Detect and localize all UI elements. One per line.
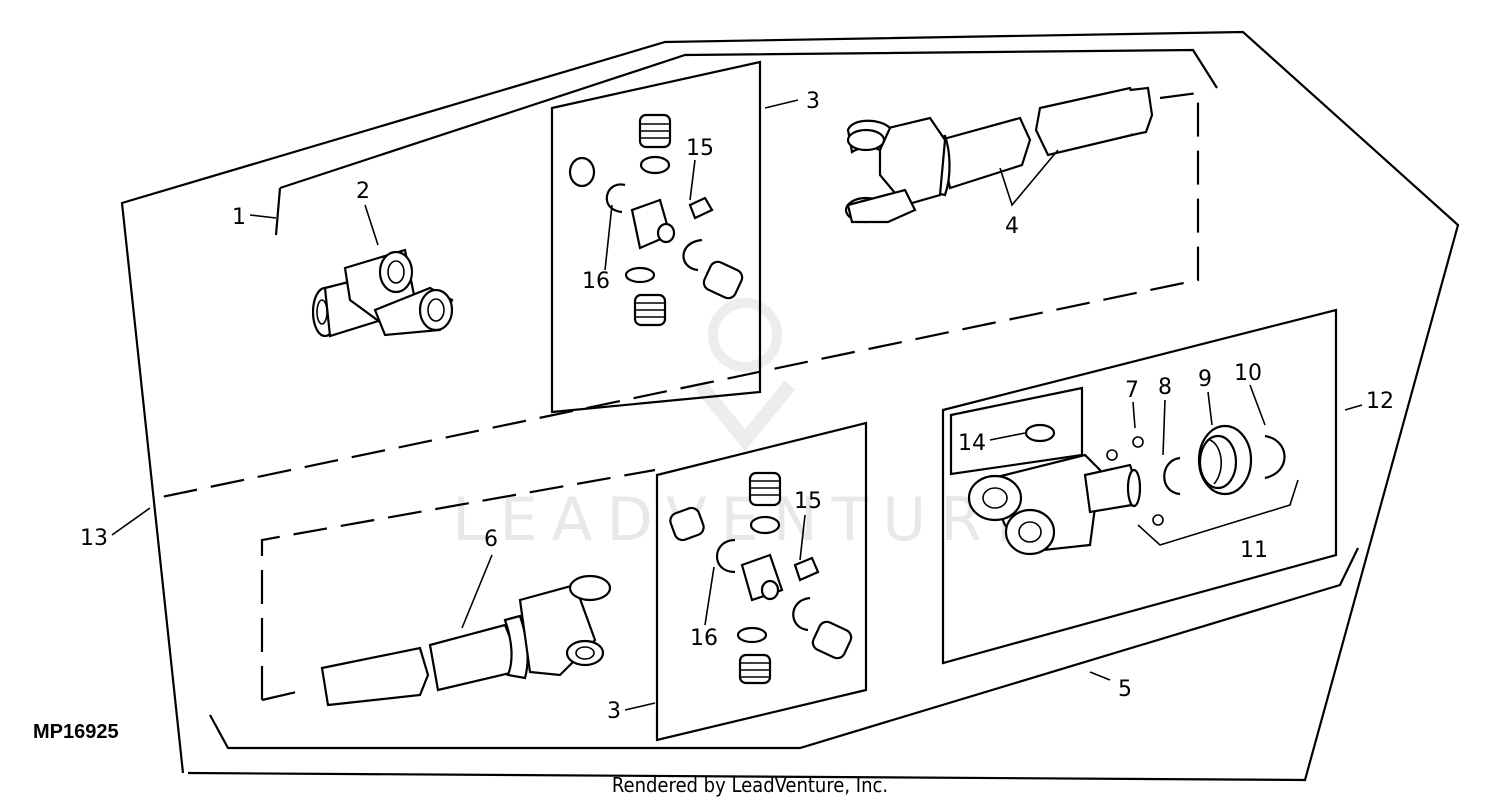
yoke-kit-box <box>941 308 1338 665</box>
leader-lines <box>111 99 1363 711</box>
footer-credit: Rendered by LeadVenture, Inc. <box>612 773 888 797</box>
inner-assembly-left <box>274 187 282 236</box>
callout-16-bottom: 16 <box>690 626 718 651</box>
callout-3-bottom: 3 <box>607 699 621 724</box>
callout-12: 12 <box>1366 389 1394 414</box>
callout-5: 5 <box>1118 677 1132 702</box>
callout-15-bottom: 15 <box>794 489 822 514</box>
callout-16-top: 16 <box>582 269 610 294</box>
upper-dashed-boundary <box>156 91 1200 500</box>
callout-13: 13 <box>80 526 108 551</box>
cross-kit-box-bottom <box>655 421 868 742</box>
figure-code: MP16925 <box>33 721 119 743</box>
watermark: LEADVENTURE <box>452 298 1048 555</box>
part-2-yoke <box>311 248 454 338</box>
inner-assembly-top <box>279 48 1218 190</box>
part-6-shaft-lower <box>320 574 612 707</box>
lower-dashed-bottom <box>261 688 306 702</box>
callout-1: 1 <box>232 205 246 230</box>
callout-15-top: 15 <box>686 136 714 161</box>
outer-assembly-outline <box>120 30 1460 782</box>
callout-4: 4 <box>1005 214 1019 239</box>
callout-9: 9 <box>1198 367 1212 392</box>
cross-kit-box-top <box>550 60 762 414</box>
callout-3-top: 3 <box>806 89 820 114</box>
callout-10: 10 <box>1234 361 1262 386</box>
inner-assembly-outline <box>209 547 1359 750</box>
cross-kit-bottom-contents <box>669 471 853 685</box>
cross-kit-top-contents <box>568 113 744 327</box>
callout-7: 7 <box>1125 378 1139 403</box>
callout-8: 8 <box>1158 375 1172 400</box>
callout-11: 11 <box>1240 538 1268 563</box>
yoke-kit-contents <box>967 423 1286 556</box>
callouts: 1 2 3 4 15 16 7 8 9 10 12 14 11 13 6 15 … <box>80 89 1394 724</box>
lower-dashed-boundary <box>260 468 656 700</box>
callout-2: 2 <box>356 179 370 204</box>
callout-14: 14 <box>958 431 986 456</box>
part-4-shaft-upper <box>844 86 1154 224</box>
callout-6: 6 <box>484 527 498 552</box>
watermark-text: LEADVENTURE <box>452 485 1048 555</box>
